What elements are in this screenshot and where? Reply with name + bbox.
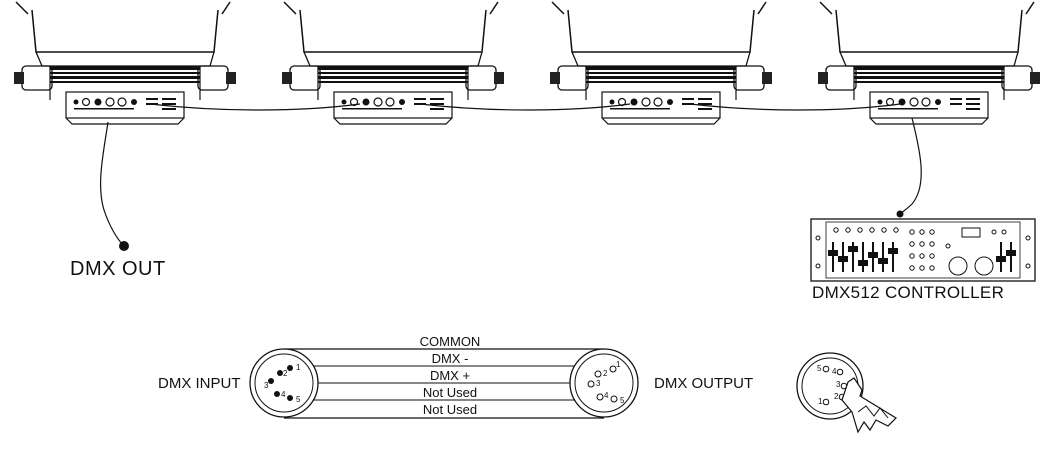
input-pin-4: 4 (281, 390, 286, 399)
output-pin-5: 5 (620, 396, 625, 405)
fixture-1 (13, 1, 237, 125)
wire-label-dmx-plus: DMX + (429, 368, 471, 383)
fixture-2 (281, 1, 505, 125)
hand-icon (841, 377, 897, 434)
wiring-diagram (249, 348, 639, 419)
input-connector-icon (249, 348, 319, 418)
dmx-out-label: DMX OUT (70, 258, 166, 280)
input-pin-1: 1 (296, 363, 301, 372)
front-pin-2: 2 (834, 392, 839, 401)
link-cable-1-2 (149, 103, 361, 111)
controller-cable (899, 117, 922, 215)
output-pin-3: 3 (596, 379, 601, 388)
wire-label-not-used-4: Not Used (422, 385, 478, 400)
output-pin-4: 4 (604, 391, 609, 400)
fixture-4 (817, 1, 1041, 125)
dmx-output-label: DMX OUTPUT (654, 375, 754, 392)
input-pin-5: 5 (296, 395, 301, 404)
wire-label-not-used-5: Not Used (422, 402, 478, 417)
front-pin-1: 1 (818, 397, 823, 406)
connector-front-icon (796, 352, 897, 434)
dmx-out-plug-icon (119, 241, 129, 251)
link-cable-3-4 (689, 103, 901, 111)
fixture-3 (549, 1, 773, 125)
output-pin-1: 1 (616, 360, 621, 369)
output-connector-icon (569, 348, 639, 418)
input-pin-3: 3 (264, 381, 269, 390)
controller-label: DMX512 CONTROLLER (812, 283, 1005, 302)
output-pin-2: 2 (603, 369, 608, 378)
front-pin-5: 5 (817, 364, 822, 373)
input-pin-2: 2 (283, 369, 288, 378)
link-cable-2-3 (419, 103, 631, 111)
wire-label-dmx-minus: DMX - (431, 351, 469, 366)
front-pin-4: 4 (832, 367, 837, 376)
front-pin-3: 3 (836, 380, 841, 389)
dmx-input-label: DMX INPUT (158, 375, 241, 392)
dmx-out-cable (99, 121, 125, 247)
dmx-controller-icon (810, 218, 1036, 282)
wire-label-common: COMMON (419, 334, 481, 349)
